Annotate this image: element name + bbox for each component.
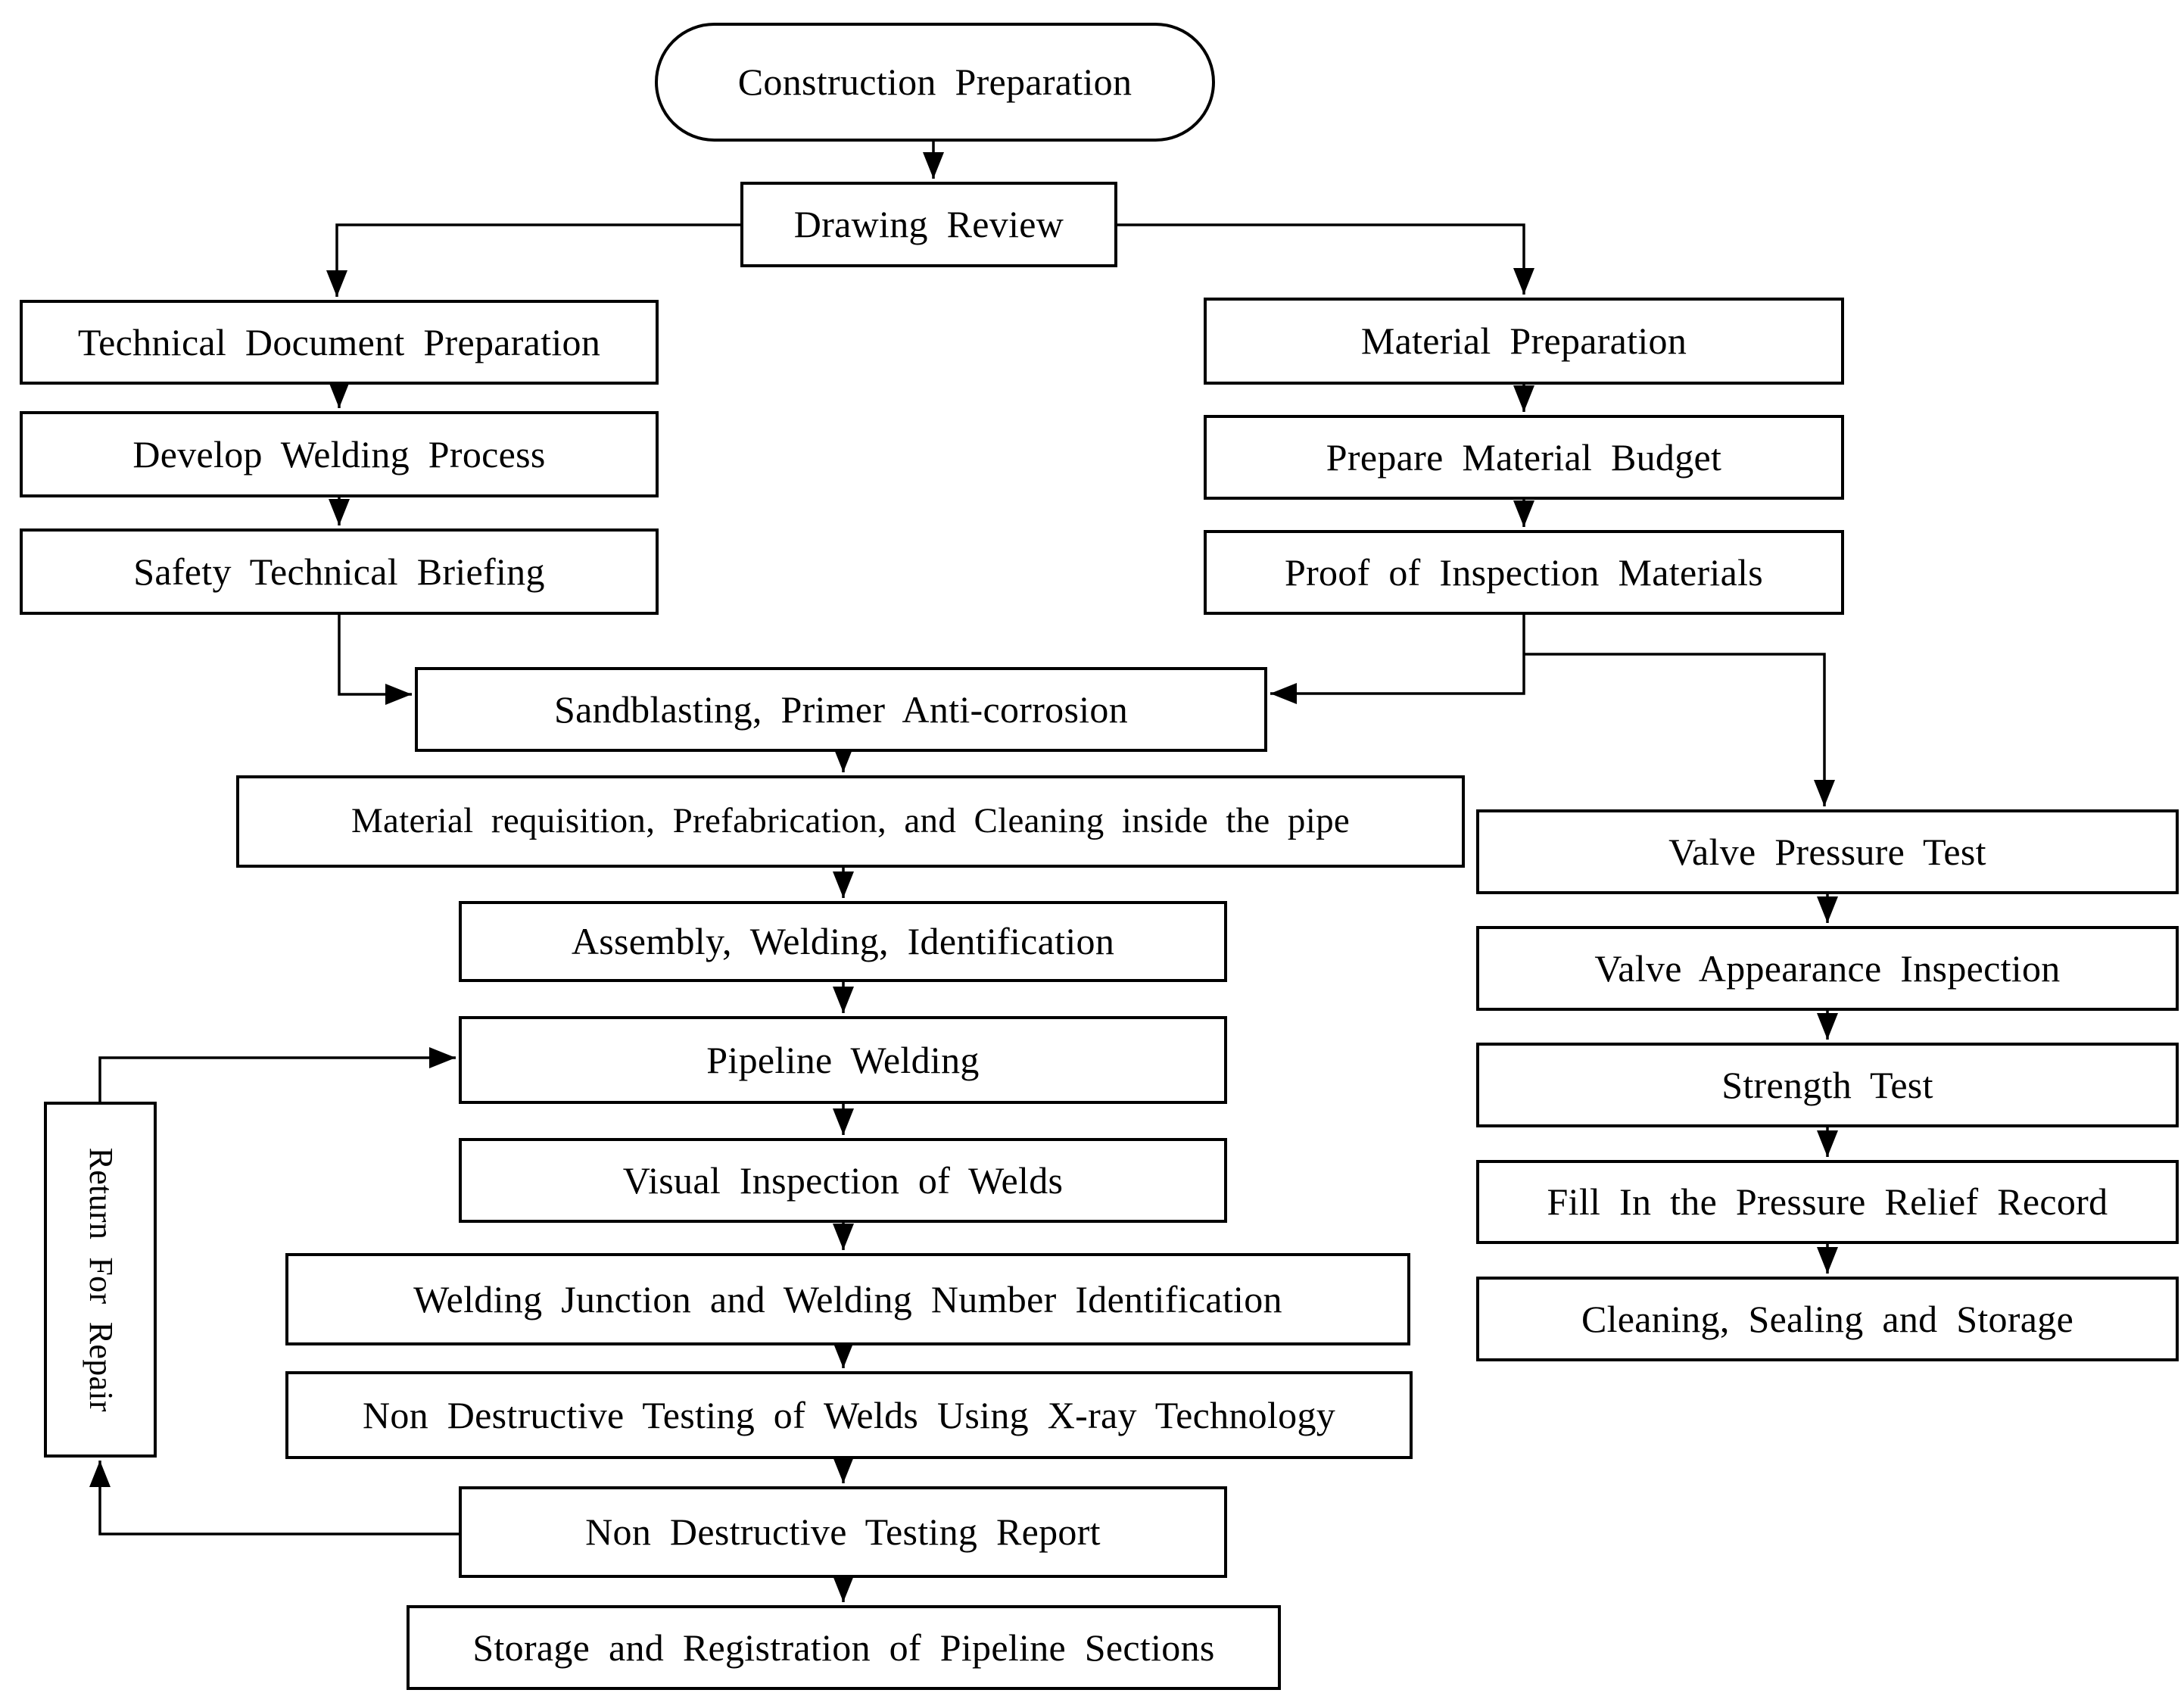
node-label: Construction Preparation — [737, 61, 1133, 103]
edge-ndt-report-to-return-for-repair — [89, 1461, 459, 1536]
node-storage-registration: Storage and Registration of Pipeline Sec… — [407, 1605, 1281, 1690]
node-safety-technical-briefing: Safety Technical Briefing — [20, 528, 659, 615]
node-label: Non Destructive Testing Report — [585, 1511, 1101, 1553]
node-label: Material Preparation — [1360, 320, 1687, 362]
edge-safety-technical-briefing-to-sandblasting — [338, 615, 412, 705]
edge-proof-of-inspection-materials-to-valve-pressure-test — [1524, 653, 1835, 806]
node-label: Pipeline Welding — [706, 1038, 980, 1081]
node-label: Fill In the Pressure Relief Record — [1547, 1180, 2108, 1223]
node-technical-document-preparation: Technical Document Preparation — [20, 300, 659, 385]
node-label: Drawing Review — [793, 203, 1064, 245]
node-label: Valve Pressure Test — [1668, 830, 1986, 873]
node-valve-appearance-inspection: Valve Appearance Inspection — [1476, 926, 2179, 1011]
node-valve-pressure-test: Valve Pressure Test — [1476, 809, 2179, 894]
node-pipeline-welding: Pipeline Welding — [459, 1016, 1227, 1104]
edge-drawing-review-to-material-preparation — [1117, 223, 1534, 295]
edge-drawing-review-to-technical-document-preparation — [326, 223, 740, 297]
node-label: Valve Appearance Inspection — [1594, 946, 2061, 990]
node-label: Non Destructive Testing of Welds Using X… — [362, 1393, 1336, 1436]
node-develop-welding-process: Develop Welding Process — [20, 411, 659, 497]
node-cleaning-sealing-storage: Cleaning, Sealing and Storage — [1476, 1277, 2179, 1361]
node-visual-inspection-of-welds: Visual Inspection of Welds — [459, 1138, 1227, 1223]
node-construction-preparation: Construction Preparation — [655, 23, 1215, 142]
node-material-preparation: Material Preparation — [1204, 298, 1844, 385]
node-ndt-xray: Non Destructive Testing of Welds Using X… — [285, 1371, 1413, 1459]
node-label: Storage and Registration of Pipeline Sec… — [472, 1626, 1215, 1669]
node-welding-junction-identification: Welding Junction and Welding Number Iden… — [285, 1253, 1410, 1345]
node-label: Cleaning, Sealing and Storage — [1581, 1297, 2074, 1340]
node-label: Develop Welding Process — [132, 432, 546, 475]
node-label: Proof of Inspection Materials — [1284, 550, 1764, 594]
node-fill-pressure-relief-record: Fill In the Pressure Relief Record — [1476, 1160, 2179, 1244]
node-label: Prepare Material Budget — [1326, 435, 1722, 479]
node-label: Technical Document Preparation — [77, 320, 601, 363]
node-label: Return For Repair — [82, 1147, 120, 1412]
node-sandblasting-primer-anticorrosion: Sandblasting, Primer Anti-corrosion — [415, 667, 1267, 752]
node-label: Assembly, Welding, Identification — [571, 920, 1115, 962]
node-label: Sandblasting, Primer Anti-corrosion — [553, 687, 1129, 731]
node-proof-of-inspection-materials: Proof of Inspection Materials — [1204, 530, 1844, 615]
edge-proof-of-inspection-materials-to-sandblasting — [1270, 615, 1525, 704]
node-label: Visual Inspection of Welds — [622, 1158, 1064, 1202]
node-ndt-report: Non Destructive Testing Report — [459, 1486, 1227, 1578]
node-label: Strength Test — [1721, 1063, 1933, 1106]
node-return-for-repair: Return For Repair — [44, 1102, 157, 1458]
node-label: Welding Junction and Welding Number Iden… — [413, 1277, 1282, 1320]
node-prepare-material-budget: Prepare Material Budget — [1204, 415, 1844, 500]
node-strength-test: Strength Test — [1476, 1043, 2179, 1127]
edge-return-for-repair-to-pipeline-welding — [98, 1047, 456, 1102]
node-drawing-review: Drawing Review — [740, 182, 1117, 267]
node-label: Safety Technical Briefing — [133, 550, 545, 593]
node-material-requisition: Material requisition, Prefabrication, an… — [236, 775, 1465, 868]
node-assembly-welding-identification: Assembly, Welding, Identification — [459, 901, 1227, 982]
node-label: Material requisition, Prefabrication, an… — [350, 801, 1351, 841]
